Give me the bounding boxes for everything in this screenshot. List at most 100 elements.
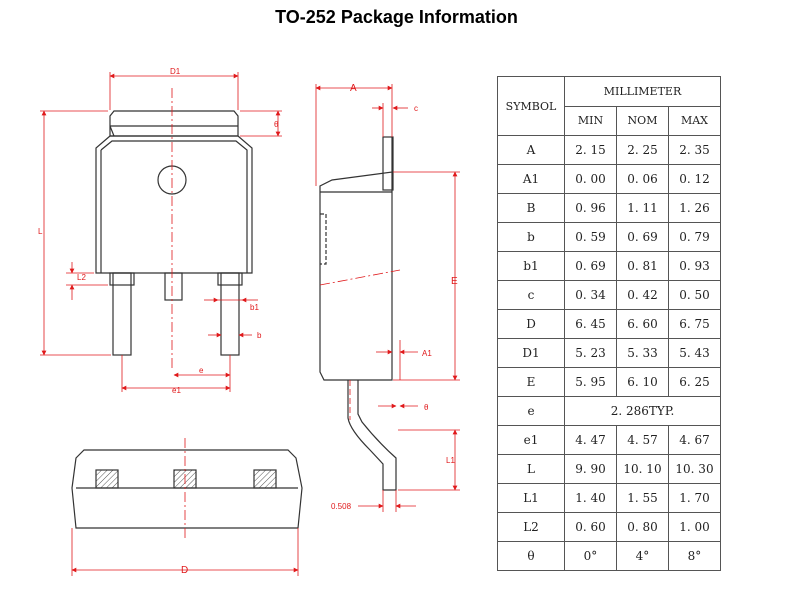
table-row: L 9. 90 10. 10 10. 30 xyxy=(497,454,721,484)
cell-nom: 10. 10 xyxy=(616,454,669,484)
label-L1: L1 xyxy=(446,456,455,465)
table-row: e 2. 286TYP. xyxy=(497,396,721,426)
cell-min: 0° xyxy=(564,541,617,571)
table-row: θ 0° 4° 8° xyxy=(497,541,721,571)
side-view-dimensions xyxy=(315,84,460,512)
table-row: b 0. 59 0. 69 0. 79 xyxy=(497,222,721,252)
cell-nom: 5. 33 xyxy=(616,338,669,368)
cell-max: 0. 93 xyxy=(668,251,721,281)
cell-symbol: L xyxy=(497,454,565,484)
table-row: D1 5. 23 5. 33 5. 43 xyxy=(497,338,721,368)
cell-nom: 0. 69 xyxy=(616,222,669,252)
cell-max: 6. 75 xyxy=(668,309,721,339)
table-row: b1 0. 69 0. 81 0. 93 xyxy=(497,251,721,281)
label-b: b xyxy=(257,331,262,340)
cell-max: 0. 79 xyxy=(668,222,721,252)
label-D1: D1 xyxy=(170,67,181,76)
label-b1: b1 xyxy=(250,303,259,312)
cell-max: 8° xyxy=(668,541,721,571)
table-row: D 6. 45 6. 60 6. 75 xyxy=(497,309,721,339)
label-A: A xyxy=(350,83,357,94)
side-body-outline xyxy=(319,171,393,381)
table-row: A 2. 15 2. 25 2. 35 xyxy=(497,135,721,165)
front-lead-3 xyxy=(253,469,277,489)
cell-nom: 4. 57 xyxy=(616,425,669,455)
top-view xyxy=(95,110,253,356)
side-view xyxy=(319,136,397,491)
cell-max: 1. 00 xyxy=(668,512,721,542)
cell-nom: 0. 06 xyxy=(616,164,669,194)
cell-max: 1. 70 xyxy=(668,483,721,513)
cell-symbol: e xyxy=(497,396,565,426)
header-millimeter: MILLIMETER xyxy=(564,76,721,107)
header-max: MAX xyxy=(668,105,721,136)
cell-min: 5. 95 xyxy=(564,367,617,397)
cell-nom: 1. 11 xyxy=(616,193,669,223)
cell-nom: 0. 81 xyxy=(616,251,669,281)
cell-min: 0. 96 xyxy=(564,193,617,223)
cell-symbol: B xyxy=(497,193,565,223)
cell-min: 0. 60 xyxy=(564,512,617,542)
cell-max: 2. 35 xyxy=(668,135,721,165)
cell-typ: 2. 286TYP. xyxy=(564,396,721,426)
cell-max: 1. 26 xyxy=(668,193,721,223)
header-symbol: SYMBOL xyxy=(497,76,565,136)
lead-center xyxy=(164,272,183,301)
cell-max: 0. 12 xyxy=(668,164,721,194)
label-E: E xyxy=(451,276,458,287)
cell-min: 5. 23 xyxy=(564,338,617,368)
table-row: A1 0. 00 0. 06 0. 12 xyxy=(497,164,721,194)
cell-symbol: D1 xyxy=(497,338,565,368)
side-lead xyxy=(347,380,397,491)
front-view-dimensions xyxy=(71,528,299,576)
front-view xyxy=(71,449,303,529)
label-theta-side: θ xyxy=(424,403,429,412)
cell-symbol: A xyxy=(497,135,565,165)
cell-min: 0. 59 xyxy=(564,222,617,252)
label-L: L xyxy=(38,227,43,236)
header-nom: NOM xyxy=(616,105,669,136)
label-e: e xyxy=(199,366,204,375)
cell-nom: 0. 80 xyxy=(616,512,669,542)
cell-max: 0. 50 xyxy=(668,280,721,310)
cell-nom: 0. 42 xyxy=(616,280,669,310)
cell-min: 1. 40 xyxy=(564,483,617,513)
cell-min: 4. 47 xyxy=(564,425,617,455)
cell-min: 6. 45 xyxy=(564,309,617,339)
label-D: D xyxy=(181,565,188,576)
header-min: MIN xyxy=(564,105,617,136)
cell-min: 0. 34 xyxy=(564,280,617,310)
cell-nom: 6. 60 xyxy=(616,309,669,339)
cell-max: 10. 30 xyxy=(668,454,721,484)
cell-max: 6. 25 xyxy=(668,367,721,397)
cell-nom: 1. 55 xyxy=(616,483,669,513)
cell-symbol: c xyxy=(497,280,565,310)
label-0508: 0.508 xyxy=(331,502,352,511)
cell-nom: 6. 10 xyxy=(616,367,669,397)
side-tab xyxy=(382,136,394,191)
front-outline xyxy=(71,449,303,529)
table-row: e1 4. 47 4. 57 4. 67 xyxy=(497,425,721,455)
cell-symbol: E xyxy=(497,367,565,397)
body-outline xyxy=(95,135,253,274)
top-view-dimensions xyxy=(40,72,282,392)
label-A1: A1 xyxy=(422,349,432,358)
table-row: L2 0. 60 0. 80 1. 00 xyxy=(497,512,721,542)
dimension-table-wrapper: SYMBOL MILLIMETER MIN NOM MAX A 2. 15 2.… xyxy=(497,76,721,571)
cell-symbol: L2 xyxy=(497,512,565,542)
table-row: B 0. 96 1. 11 1. 26 xyxy=(497,193,721,223)
cell-symbol: b xyxy=(497,222,565,252)
label-L2: L2 xyxy=(77,273,86,282)
cell-min: 9. 90 xyxy=(564,454,617,484)
cell-min: 2. 15 xyxy=(564,135,617,165)
cell-min: 0. 69 xyxy=(564,251,617,281)
front-lead-1 xyxy=(95,469,119,489)
cell-symbol: e1 xyxy=(497,425,565,455)
label-theta-top: θ xyxy=(274,120,279,129)
cell-symbol: A1 xyxy=(497,164,565,194)
cell-max: 4. 67 xyxy=(668,425,721,455)
tab-outline xyxy=(109,110,239,126)
page-title: TO-252 Package Information xyxy=(275,7,518,27)
label-e1: e1 xyxy=(172,386,181,395)
